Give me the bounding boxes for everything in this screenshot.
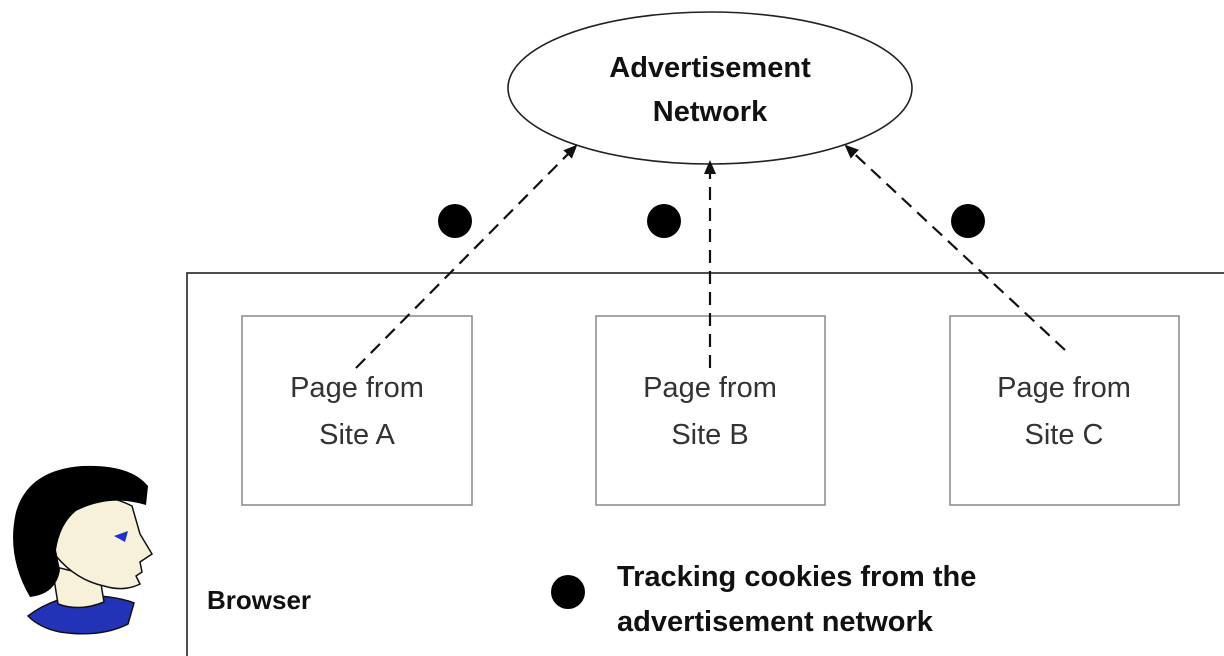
- user-head-icon: [13, 465, 154, 635]
- page-label-line1: Page from: [290, 372, 424, 404]
- page-label-line1: Page from: [997, 372, 1131, 404]
- page-label-line2: Site C: [1025, 419, 1104, 451]
- advertisement-network-label-line2: Network: [653, 96, 768, 128]
- browser-label: Browser: [207, 585, 311, 615]
- legend: Tracking cookies from the advertisement …: [551, 561, 976, 638]
- page-box-site-c: Page from Site C: [949, 315, 1180, 506]
- arrow-site-a-to-network: [355, 144, 578, 369]
- page-box-site-b: Page from Site B: [595, 315, 826, 506]
- page-label-line2: Site A: [319, 419, 395, 451]
- cookie-dot-icon: [551, 575, 585, 609]
- advertisement-network-node: Advertisement Network: [507, 11, 913, 165]
- advertisement-network-label-line1: Advertisement: [609, 52, 811, 84]
- page-label-line2: Site B: [671, 419, 748, 451]
- cookie-dot-icon: [647, 204, 681, 238]
- legend-label-line1: Tracking cookies from the: [617, 561, 976, 593]
- cookie-dot-icon: [438, 204, 472, 238]
- cookie-dot-icon: [951, 204, 985, 238]
- page-label-line1: Page from: [643, 372, 777, 404]
- page-box-site-a: Page from Site A: [241, 315, 473, 506]
- arrow-site-c-to-network: [844, 144, 1066, 351]
- legend-label-line2: advertisement network: [617, 606, 934, 638]
